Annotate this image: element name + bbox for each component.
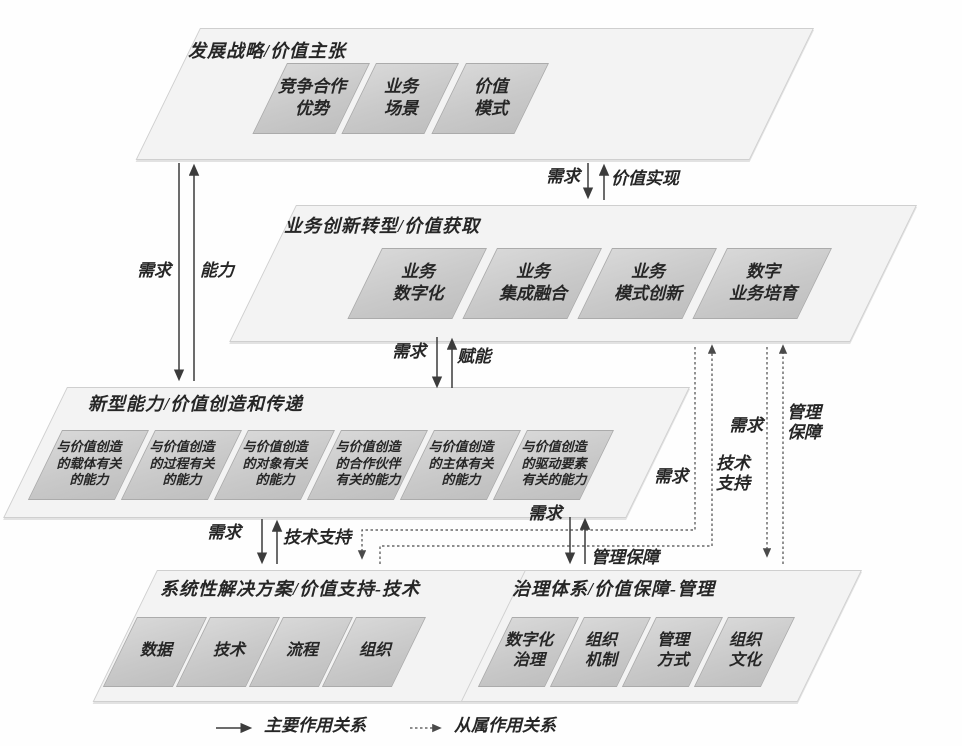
box-label: 数字化 治理 xyxy=(504,632,553,669)
box-label: 业务 场景 xyxy=(384,77,418,118)
label-tech-support-dashed: 技术 支持 xyxy=(716,454,750,494)
label-enable-up: 赋能 xyxy=(457,347,491,366)
label-mgmt-support-up: 管理保障 xyxy=(591,548,659,567)
label-demand-p2-p3: 需求 xyxy=(392,342,426,361)
box-label: 技术 xyxy=(212,642,245,659)
dashed-arrow-demand-business-to-solution xyxy=(357,347,696,560)
label-demand-dashed-p2-p5: 需求 xyxy=(729,416,763,435)
label-mgmt-support-dashed: 管理 保障 xyxy=(787,403,821,443)
legend-primary-label: 主要作用关系 xyxy=(264,716,366,735)
label-tech-support-up: 技术支持 xyxy=(283,528,351,547)
box-label: 组织 机制 xyxy=(584,632,617,669)
label-value-realization: 价值实现 xyxy=(611,169,679,188)
label-demand-p3-p5: 需求 xyxy=(528,504,562,523)
box-label: 业务 集成融合 xyxy=(499,262,567,303)
box-label: 数字 业务培育 xyxy=(729,262,797,303)
box-label: 竞争合作 优势 xyxy=(278,77,346,118)
box-label: 组织 文化 xyxy=(728,632,761,669)
business-title: 业务创新转型/价值获取 xyxy=(284,216,480,236)
box-label: 与价值创造 的对象有关 的能力 xyxy=(242,438,308,488)
box-label: 与价值创造 的载体有关 的能力 xyxy=(56,438,122,488)
label-capability-up: 能力 xyxy=(200,261,234,280)
box-label: 与价值创造 的过程有关 的能力 xyxy=(149,438,215,488)
box-label: 流程 xyxy=(285,642,318,659)
label-demand-p1-p3: 需求 xyxy=(137,261,171,280)
box-label: 与价值创造 的主体有关 的能力 xyxy=(428,438,494,488)
box-label: 业务 数字化 xyxy=(392,262,444,303)
label-demand-p1-p2: 需求 xyxy=(546,167,580,186)
box-label: 与价值创造 的合作伙伴 有关的能力 xyxy=(335,438,401,488)
solution-title: 系统性解决方案/价值支持-技术 xyxy=(160,579,420,599)
box-label: 与价值创造 的驱动要素 有关的能力 xyxy=(521,438,587,488)
label-demand-dashed-p2-p4: 需求 xyxy=(654,467,688,486)
governance-title: 治理体系/价值保障-管理 xyxy=(512,579,715,599)
capability-title: 新型能力/价值创造和传递 xyxy=(88,394,303,414)
box-label: 管理 方式 xyxy=(656,632,689,669)
box-label: 业务 模式创新 xyxy=(614,262,682,303)
box-label: 组织 xyxy=(358,642,391,659)
strategy-title: 发展战略/价值主张 xyxy=(188,41,347,61)
dashed-arrow-tech-support-solution-to-business xyxy=(379,344,717,564)
box-label: 数据 xyxy=(139,642,172,659)
label-demand-p3-p4: 需求 xyxy=(207,523,241,542)
box-label: 价值 模式 xyxy=(474,77,508,118)
legend-secondary-label: 从属作用关系 xyxy=(454,716,556,735)
